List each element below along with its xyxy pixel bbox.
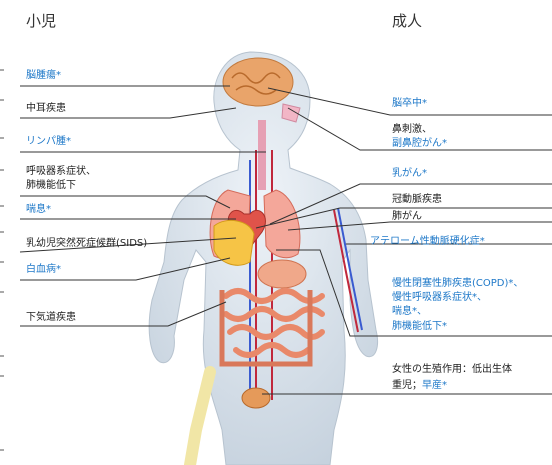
child-condition-leukemia: 白血病*: [26, 264, 61, 276]
liver-organ: [214, 220, 254, 265]
child-condition-lymphoma: リンパ腫*: [26, 136, 71, 148]
child-condition-asthma: 喘息*: [26, 204, 51, 216]
adult-condition-stroke: 脳卒中*: [392, 98, 427, 110]
child-condition-ear-disease: 中耳疾患: [26, 103, 66, 115]
child-condition-lower-airway: 下気道疾患: [26, 312, 76, 324]
adult-condition-breast-cancer: 乳がん*: [392, 168, 427, 180]
adult-condition-sinus-cancer: 副鼻腔がん*: [392, 138, 447, 150]
child-condition-respiratory: 呼吸器系症状、: [26, 166, 96, 178]
edge-ticks: [0, 70, 4, 450]
adult-condition-coronary: 冠動脈疾患: [392, 194, 442, 206]
adult-condition-asthma: 喘息*、: [392, 306, 427, 318]
child-header: 小児: [26, 10, 56, 31]
reproductive-organ: [242, 388, 270, 408]
stomach-organ: [258, 260, 306, 288]
adult-header: 成人: [392, 10, 422, 31]
preterm-birth-text: 早産*: [422, 380, 447, 391]
adult-condition-reproductive: 女性の生殖作用：低出生体: [392, 364, 512, 376]
adult-condition-lung-function: 肺機能低下*: [392, 321, 447, 333]
adult-condition-atherosclerosis: アテローム性動脈硬化症*: [370, 236, 485, 248]
adult-condition-low-birth-weight: 重児；早産*: [392, 380, 447, 392]
child-condition-lung-function: 肺機能低下: [26, 180, 76, 192]
adult-condition-nasal-irritation: 鼻刺激、: [392, 124, 432, 136]
low-birth-weight-text: 重児；: [392, 380, 422, 391]
adult-condition-copd: 慢性閉塞性肺疾患(COPD)*、: [392, 278, 523, 290]
femur-bone: [190, 372, 210, 465]
adult-condition-chronic-respiratory: 慢性呼吸器系症状*、: [392, 292, 487, 304]
adult-condition-lung-cancer: 肺がん: [392, 211, 422, 223]
child-condition-sids: 乳幼児突然死症候群(SIDS): [26, 238, 147, 250]
child-condition-brain-tumor: 脳腫瘍*: [26, 70, 61, 82]
